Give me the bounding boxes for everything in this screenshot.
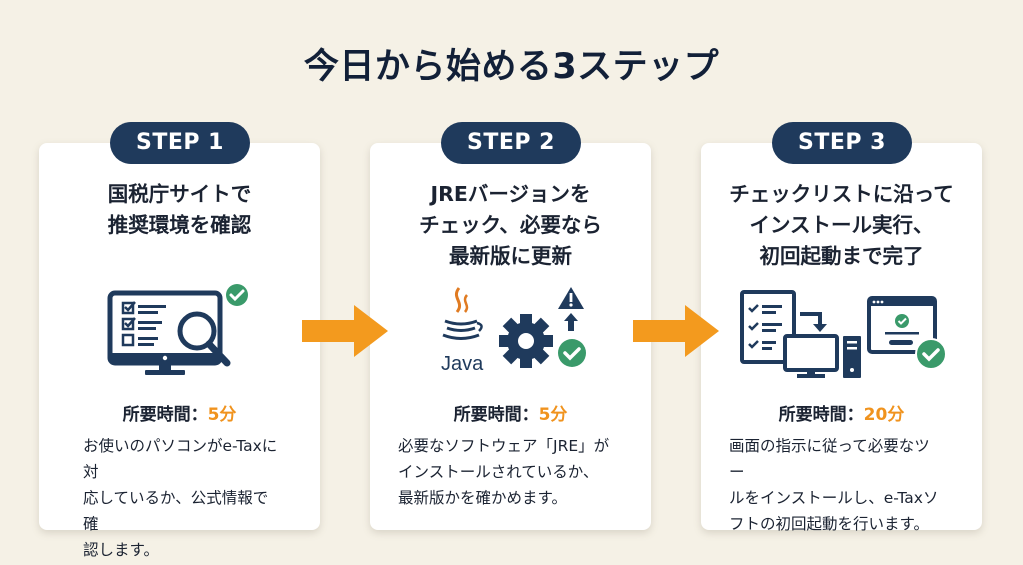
step-2-description: 必要なソフトウェア「JRE」が インストールされているか、 最新版かを確かめます… [370, 433, 651, 511]
description-line: フトの初回起動を行います。 [729, 515, 929, 533]
heading-line: JREバージョンを [430, 182, 591, 206]
check-circle-icon [914, 338, 947, 370]
step-1-description: お使いのパソコンがe-Taxに対 応しているか、公式情報で確 認します。 [39, 433, 320, 563]
heading-line: 推奨環境を確認 [107, 213, 252, 237]
right-arrow-icon [302, 305, 388, 357]
check-circle-icon [557, 339, 586, 367]
step-1-badge: STEP 1 [110, 122, 250, 164]
step-1-time: 所要時間：5分 [39, 400, 320, 425]
time-value: 5分 [538, 405, 568, 425]
heading-line: 初回起動まで完了 [759, 244, 924, 268]
right-arrow-icon [633, 305, 719, 357]
step-1-card: 国税庁サイトで 推奨環境を確認 所要時間：5分 お使いのパソコンがe-Taxに対 [39, 143, 320, 559]
time-label: 所要時間： [453, 405, 539, 425]
heading-line: チェック、必要なら [419, 213, 602, 237]
step-2-badge: STEP 2 [441, 122, 581, 164]
step-3-description: 画面の指示に従って必要なツー ルをインストールし、e-Taxソ フトの初回起動を… [701, 433, 982, 537]
heading-line: インストール実行、 [749, 213, 934, 237]
java-gear-update-icon: Java [370, 283, 651, 378]
time-value: 5分 [207, 405, 237, 425]
java-logo-icon: Java [441, 287, 484, 375]
description-line: お使いのパソコンがe-Taxに対 [83, 437, 278, 481]
java-label: Java [441, 353, 484, 375]
checklist-icon [739, 290, 796, 364]
description-line: 画面の指示に従って必要なツー [729, 437, 930, 481]
page-title: 今日から始める3ステップ [303, 47, 720, 87]
step-2-card: JREバージョンを チェック、必要なら 最新版に更新 Java [370, 143, 651, 530]
up-arrow-icon [563, 313, 578, 331]
checklist-install-computer-icon [701, 288, 982, 380]
description-line: ルをインストールし、e-Taxソ [729, 489, 939, 507]
description-line: 応しているか、公式情報で確 [83, 489, 269, 533]
heading-line: チェックリストに沿って [729, 182, 954, 206]
heading-line: 最新版に更新 [449, 244, 572, 268]
description-line: 認します。 [83, 541, 159, 559]
browser-window-icon [866, 296, 937, 354]
step-3-card: チェックリストに沿って インストール実行、 初回起動まで完了 [701, 143, 982, 533]
gear-icon [498, 314, 553, 368]
step-2-time: 所要時間：5分 [370, 400, 651, 425]
description-line: 最新版かを確かめます。 [398, 489, 567, 507]
monitor-checklist-magnifier-icon [39, 281, 320, 376]
heading-line: 国税庁サイトで [107, 182, 252, 206]
time-label: 所要時間： [778, 405, 864, 425]
step-2-heading: JREバージョンを チェック、必要なら 最新版に更新 [370, 179, 651, 272]
step-3-badge: STEP 3 [772, 122, 912, 164]
description-line: 必要なソフトウェア「JRE」が [398, 437, 610, 455]
down-arrow-icon [799, 312, 827, 332]
time-value: 20分 [863, 405, 905, 425]
step-3-time: 所要時間：20分 [701, 400, 982, 425]
description-line: インストールされているか、 [398, 463, 599, 481]
step-3-heading: チェックリストに沿って インストール実行、 初回起動まで完了 [701, 179, 982, 272]
warning-icon [557, 287, 584, 309]
step-1-heading: 国税庁サイトで 推奨環境を確認 [39, 179, 320, 241]
desktop-computer-icon [782, 334, 861, 378]
time-label: 所要時間： [122, 405, 208, 425]
